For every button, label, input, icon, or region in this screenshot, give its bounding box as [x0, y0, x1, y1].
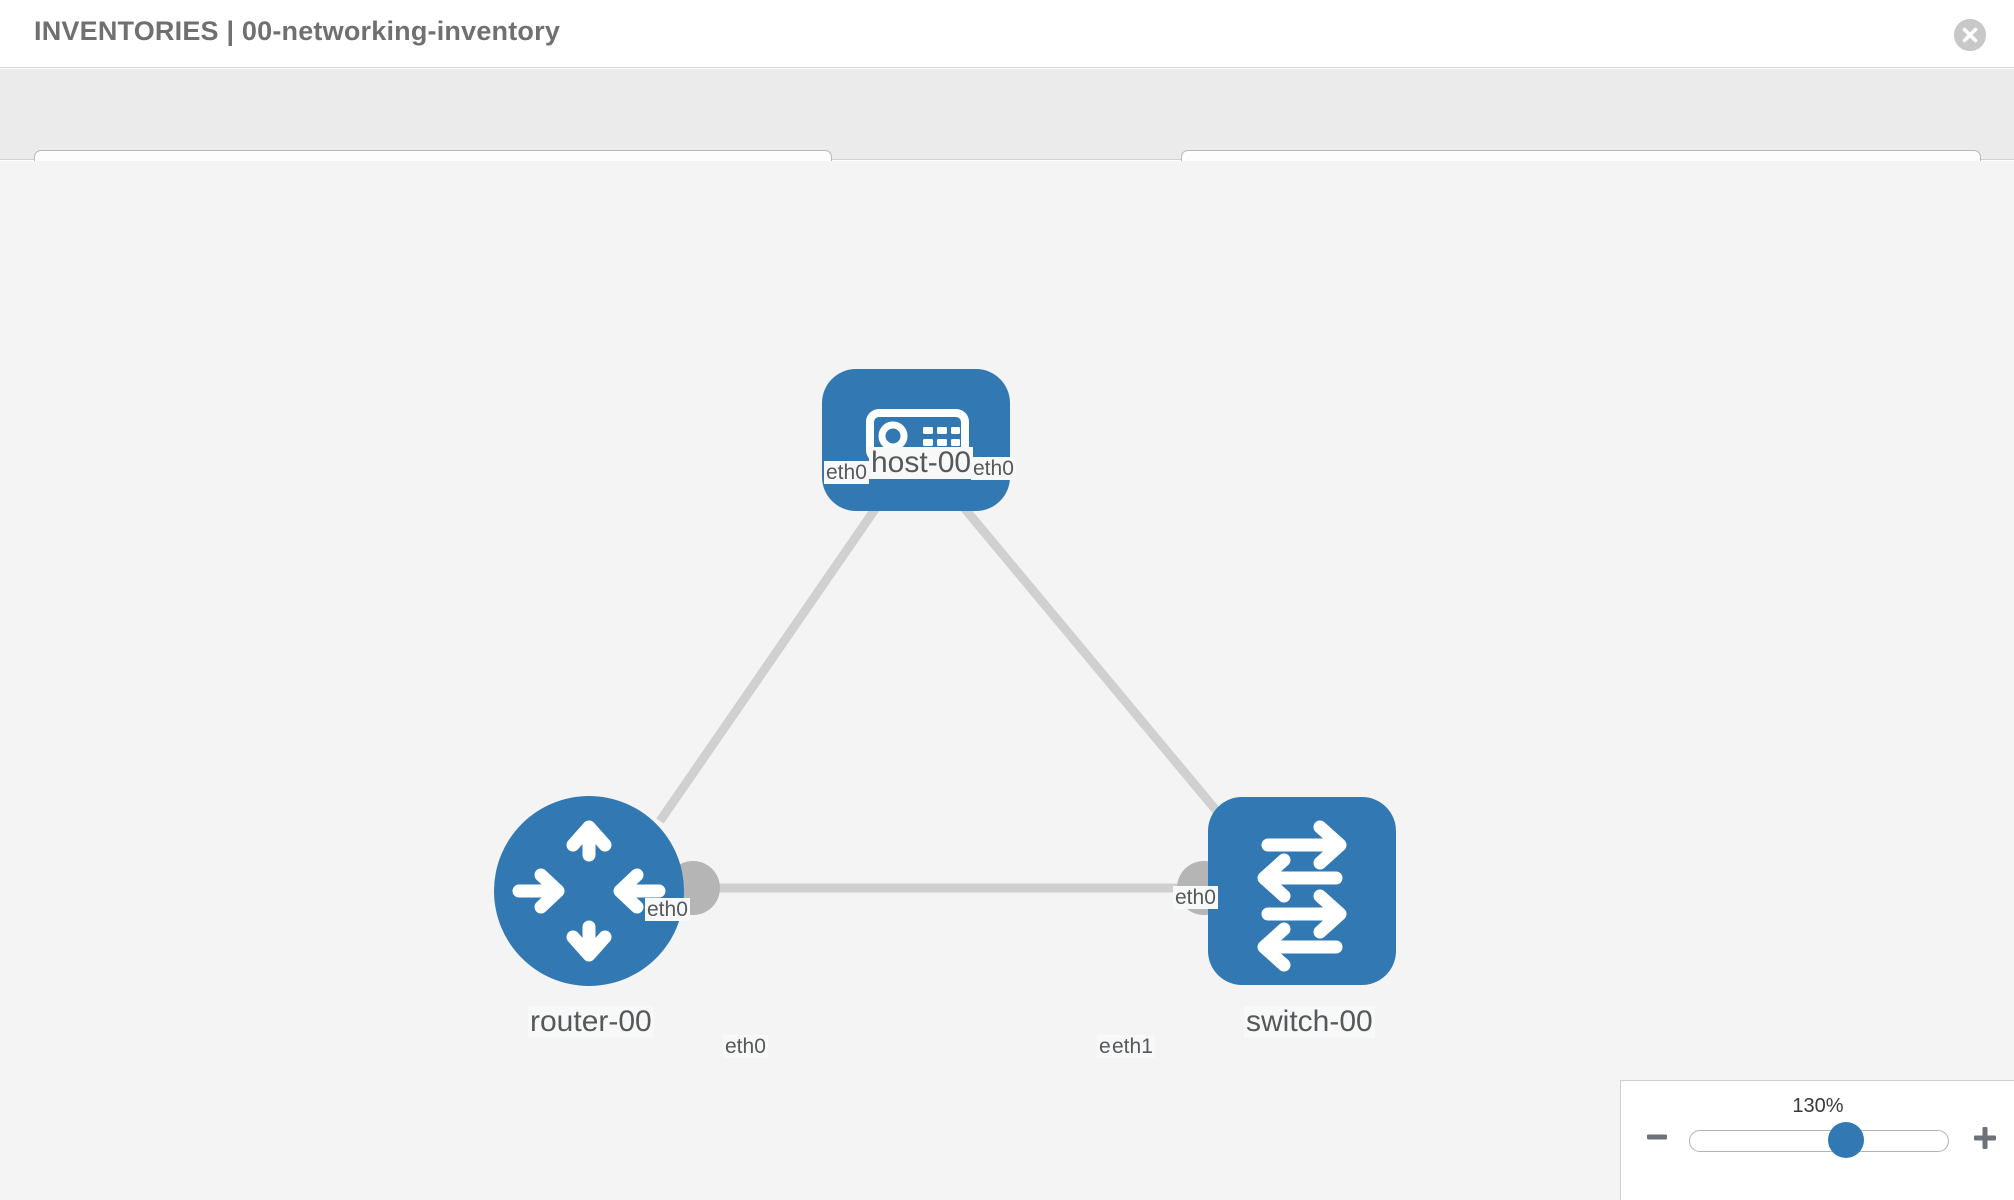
node-switch-00[interactable] [1208, 797, 1396, 985]
iface-label-router-up: eth0 [645, 898, 690, 921]
link-router-host [656, 470, 904, 824]
node-host-00[interactable] [822, 369, 1010, 511]
close-icon[interactable] [1954, 19, 1986, 51]
iface-label-router-right: eth0 [723, 1035, 768, 1058]
topology-canvas[interactable]: host-00 router-00 switch-00 eth0 eth0 et… [0, 161, 2014, 1200]
iface-label-host-left: eth0 [824, 461, 869, 484]
topology-graph [494, 369, 1396, 986]
node-label-switch: switch-00 [1244, 1005, 1375, 1038]
zoom-slider-track[interactable] [1689, 1130, 1949, 1152]
toolbar: ACTIONS SEARCH [0, 69, 2014, 202]
switch-arrows-icon [1257, 820, 1347, 972]
link-host-switch [931, 470, 1239, 836]
plus-icon[interactable] [1972, 1125, 1998, 1151]
page-title: INVENTORIES | 00-networking-inventory [34, 16, 561, 46]
node-label-router: router-00 [528, 1005, 654, 1038]
zoom-control-panel: 130% [1620, 1080, 2014, 1200]
router-arrows-icon [512, 820, 666, 962]
node-label-host: host-00 [869, 446, 974, 479]
minus-icon[interactable] [1645, 1125, 1669, 1149]
zoom-level-value: 130% [1792, 1095, 1844, 1117]
iface-label-host-right: eth0 [971, 457, 1016, 480]
zoom-slider-thumb[interactable] [1827, 1122, 1864, 1158]
topology-links [656, 470, 1239, 893]
iface-label-switch-up: eth0 [1173, 886, 1218, 909]
page-header: INVENTORIES | 00-networking-inventory [0, 0, 2014, 68]
iface-label-switch-left: eth1 [1110, 1035, 1155, 1058]
node-router-00[interactable] [494, 796, 684, 986]
